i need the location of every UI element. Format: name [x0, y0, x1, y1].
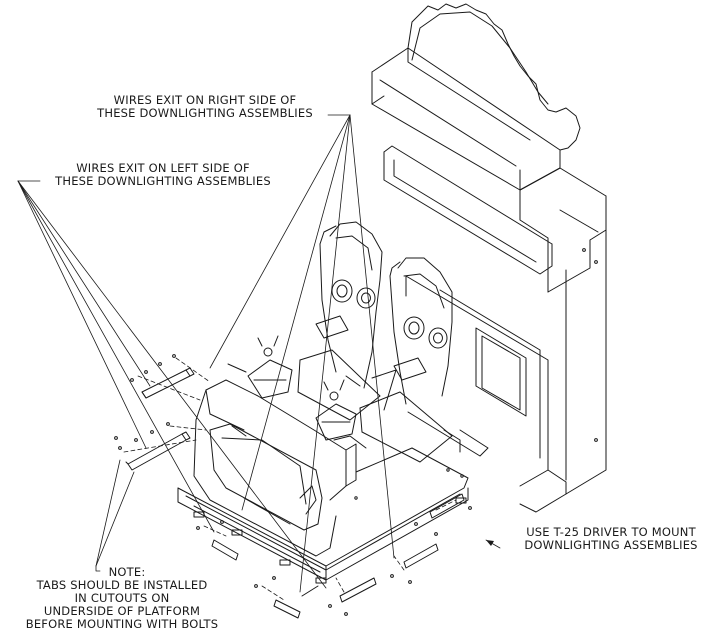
- downlighting-assemblies: [114, 354, 472, 619]
- callout-t25-driver: USE T-25 DRIVER TO MOUNT DOWNLIGHTING AS…: [500, 526, 722, 552]
- callout-t25-driver-line2: DOWNLIGHTING ASSEMBLIES: [524, 538, 698, 552]
- callout-wires-right-line1: WIRES EXIT ON RIGHT SIDE OF: [113, 93, 297, 107]
- callout-note-line5: BEFORE MOUNTING WITH BOLTS: [25, 617, 219, 631]
- callout-note: NOTE: TABS SHOULD BE INSTALLED IN CUTOUT…: [4, 566, 240, 631]
- leader-lines: [17, 114, 501, 593]
- seating-platform: [177, 411, 489, 584]
- callout-note-line1: NOTE:: [108, 565, 146, 579]
- seat-left: [297, 221, 383, 421]
- callout-wires-left: WIRES EXIT ON LEFT SIDE OF THESE DOWNLIG…: [38, 162, 288, 188]
- gun-controllers: [227, 335, 357, 441]
- callout-note-line2: TABS SHOULD BE INSTALLED: [36, 578, 208, 592]
- seat-right: [359, 257, 453, 463]
- callout-wires-right-line2: THESE DOWNLIGHTING ASSEMBLIES: [97, 106, 313, 120]
- front-console: [193, 379, 367, 557]
- callout-note-line4: UNDERSIDE OF PLATFORM: [43, 604, 201, 618]
- cabinet: [371, 3, 607, 513]
- explosion-lines: [123, 357, 457, 601]
- callout-wires-left-line1: WIRES EXIT ON LEFT SIDE OF: [76, 161, 250, 175]
- callout-t25-driver-line1: USE T-25 DRIVER TO MOUNT: [526, 525, 696, 539]
- callout-wires-left-line2: THESE DOWNLIGHTING ASSEMBLIES: [55, 174, 271, 188]
- callout-note-line3: IN CUTOUTS ON: [74, 591, 170, 605]
- callout-wires-right: WIRES EXIT ON RIGHT SIDE OF THESE DOWNLI…: [76, 94, 334, 120]
